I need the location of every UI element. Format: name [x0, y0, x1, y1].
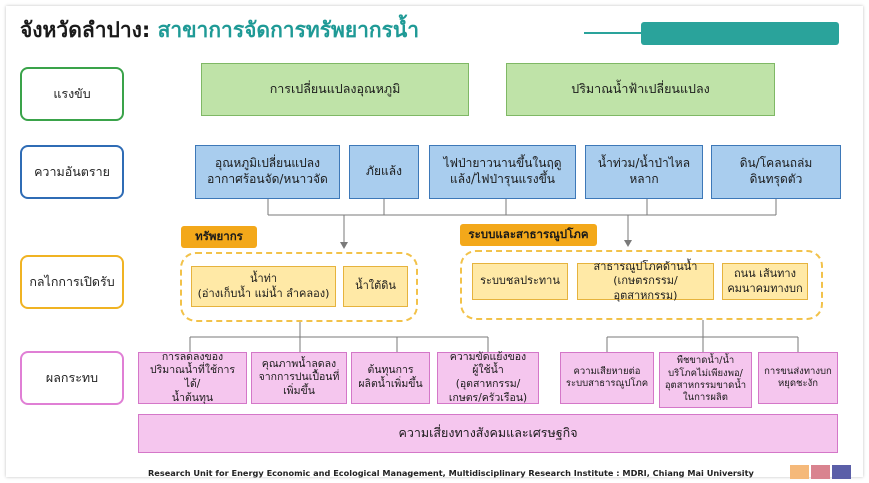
exposure-irrigation: ระบบชลประทาน [472, 263, 568, 300]
impact-transport-disruption: การขนส่งทางบก หยุดชะงัก [758, 352, 838, 404]
hazard-temperature-extremes: อุณหภูมิเปลี่ยนแปลง อากาศร้อนจัด/หนาวจัด [195, 145, 340, 199]
hazard-drought: ภัยแล้ง [349, 145, 419, 199]
row-label-exposure: กลไกการเปิดรับ [20, 255, 124, 309]
footer-credit: Research Unit for Energy Economic and Ec… [148, 468, 754, 478]
impact-water-quality: คุณภาพน้ำลดลง จากการปนเปื้อนที่ เพิ่มขึ้… [251, 352, 347, 404]
impact-reduced-water-supply: การลดลงของ ปริมาณน้ำที่ใช้การได้/ น้ำต้น… [138, 351, 247, 404]
exposure-water-utilities: สาธารณูปโภคด้านน้ำ (เกษตรกรรม/อุตสาหกรรม… [577, 260, 714, 302]
impact-water-shortage: พืชขาดน้ำ/น้ำ บริโภคไม่เพียงพอ/ อุตสาหกร… [659, 352, 752, 408]
category-systems: ระบบและสาธารณูปโภค [460, 224, 597, 246]
impact-production-cost: ต้นทุนการ ผลิตน้ำเพิ่มขึ้น [351, 352, 430, 404]
row-label-hazards: ความอันตราย [20, 145, 124, 199]
driver-temperature-change: การเปลี่ยนแปลงอุณหภูมิ [201, 63, 469, 116]
hazard-flood: น้ำท่วม/น้ำป่าไหล หลาก [585, 145, 703, 199]
row-label-drivers-text: แรงขับ [53, 86, 91, 101]
exposure-resources-group [180, 252, 418, 322]
hazard-wildfire: ไฟป่ายาวนานขึ้นในฤดู แล้ง/ไฟป่ารุนแรงขึ้… [429, 145, 576, 199]
color-swatch-2 [811, 465, 830, 479]
impact-infrastructure-damage: ความเสียหายต่อ ระบบสาธารณูปโภค [560, 352, 654, 404]
row-label-hazards-text: ความอันตราย [34, 164, 110, 179]
title-province: จังหวัดลำปาง: [20, 18, 151, 42]
row-label-impacts: ผลกระทบ [20, 351, 124, 405]
color-swatch-1 [790, 465, 809, 479]
hazard-landslide: ดิน/โคลนถล่ม ดินทรุดตัว [711, 145, 841, 199]
exposure-groundwater: น้ำใต้ดิน [343, 266, 408, 307]
header-accent-bar [641, 22, 839, 45]
impact-water-conflict: ความขัดแย้งของ ผู้ใช้น้ำ (อุตสาหกรรม/ เก… [437, 351, 539, 404]
exposure-roads: ถนน เส้นทาง คมนาคมทางบก [722, 263, 808, 300]
title-sector: สาขาการจัดการทรัพยากรน้ำ [157, 18, 420, 42]
row-label-drivers: แรงขับ [20, 67, 124, 121]
color-swatch-3 [832, 465, 851, 479]
row-label-impacts-text: ผลกระทบ [45, 370, 99, 385]
driver-precipitation-change: ปริมาณน้ำฟ้าเปลี่ยนแปลง [506, 63, 775, 116]
header-accent-line [584, 32, 642, 34]
page-title: จังหวัดลำปาง: สาขาการจัดการทรัพยากรน้ำ [20, 14, 419, 47]
exposure-surface-water: น้ำท่า (อ่างเก็บน้ำ แม่น้ำ ลำคลอง) [191, 266, 336, 307]
exposure-systems-group [460, 250, 823, 320]
row-label-exposure-text: กลไกการเปิดรับ [29, 274, 115, 289]
category-resources: ทรัพยากร [181, 226, 257, 248]
socio-economic-risk-bar: ความเสี่ยงทางสังคมและเศรษฐกิจ [138, 414, 838, 453]
